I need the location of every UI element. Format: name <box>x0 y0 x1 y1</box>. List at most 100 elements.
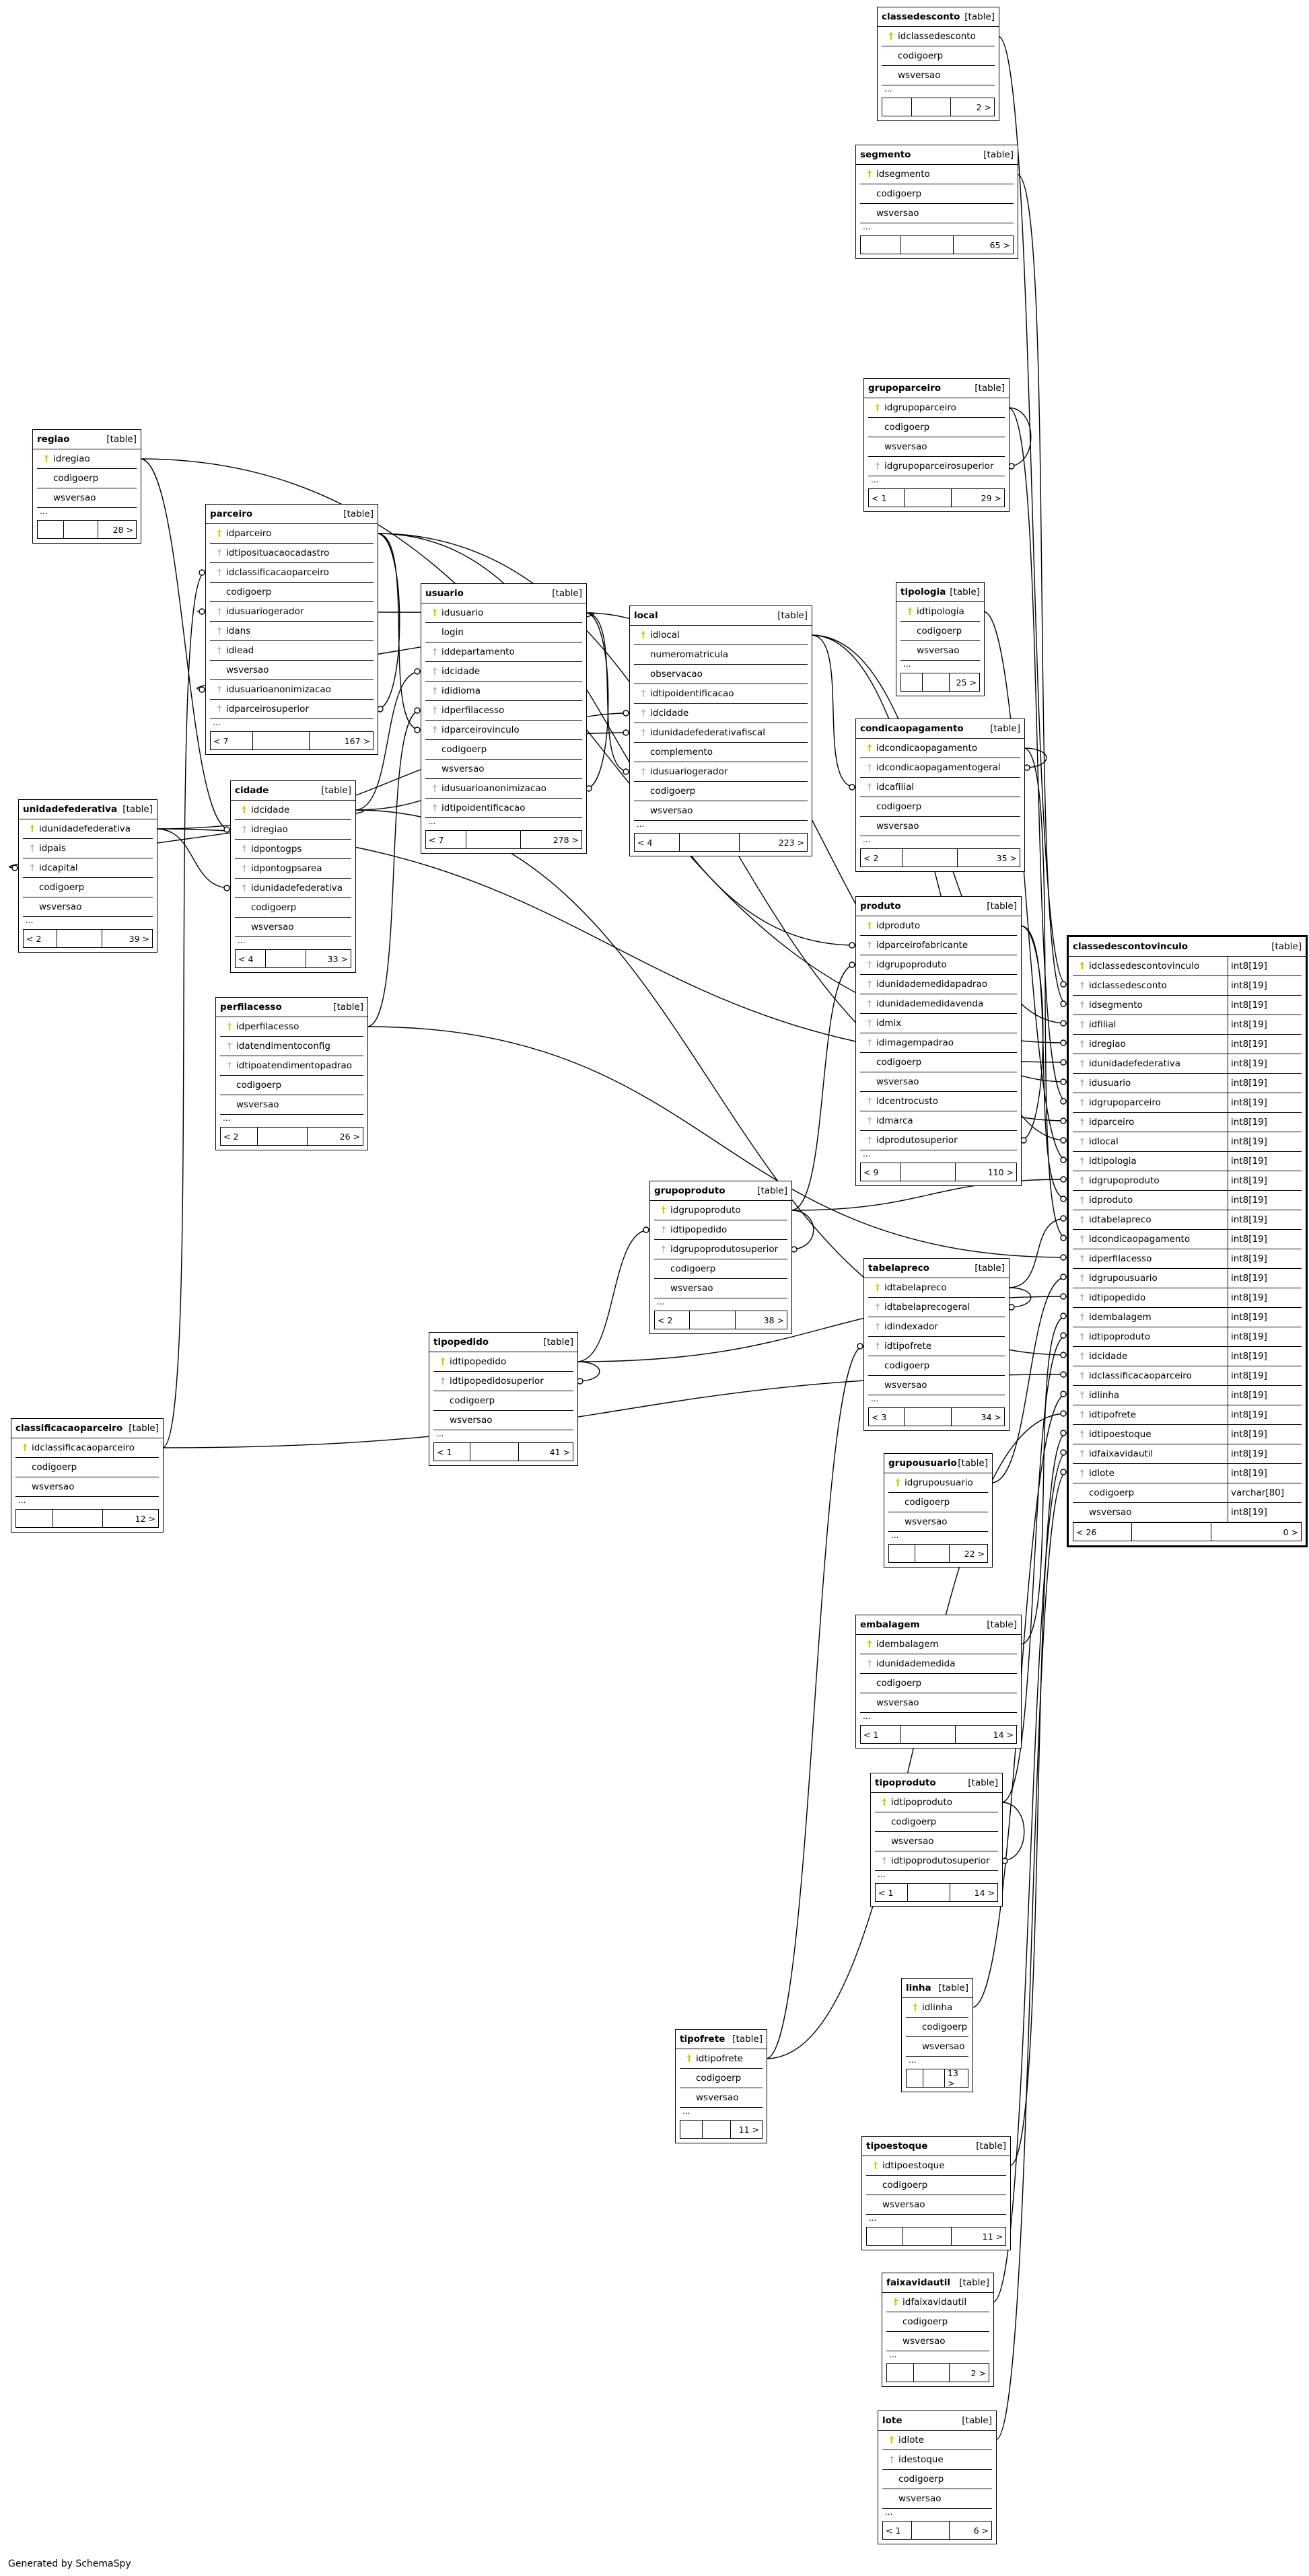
column-row[interactable]: †idlocal <box>634 626 808 645</box>
children-count[interactable]: 41 > <box>549 1446 570 1457</box>
column-row[interactable]: †idatendimentoconfig <box>220 1037 363 1056</box>
column-row[interactable]: †iddepartamento <box>425 642 582 662</box>
column-row[interactable]: codigoerp <box>882 46 995 66</box>
column-row[interactable]: wsversao <box>868 437 1005 457</box>
column-row[interactable]: †idparceirofabricante <box>860 936 1017 955</box>
column-row[interactable]: †idfaixavidautil <box>886 2293 989 2312</box>
column-row[interactable]: †ididioma <box>425 682 582 701</box>
table-name[interactable]: unidadefederativa <box>23 804 118 815</box>
children-count[interactable]: 11 > <box>738 2124 759 2135</box>
column-row[interactable]: †idpontogpsarea <box>235 859 351 879</box>
table-cidade[interactable]: cidade[table]†idcidade†idregiao†idpontog… <box>230 780 356 973</box>
table-name[interactable]: tabelapreco <box>868 1263 929 1274</box>
column-row[interactable]: †idmix <box>860 1014 1017 1033</box>
column-row[interactable]: †idparceirovinculo <box>425 721 582 740</box>
column-row[interactable]: codigoerp <box>37 469 137 488</box>
column-row[interactable]: †idunidadefederativa <box>23 819 153 839</box>
children-count[interactable]: 11 > <box>982 2231 1003 2242</box>
children-count[interactable]: 167 > <box>344 735 370 746</box>
parents-count[interactable] <box>867 2228 903 2245</box>
column-row[interactable]: †idtipopedidosuperior <box>433 1372 573 1391</box>
children-count[interactable]: 25 > <box>956 677 977 688</box>
parents-count[interactable] <box>901 673 923 691</box>
column-row[interactable]: codigoerp <box>900 622 980 641</box>
children-count[interactable]: 14 > <box>974 1887 995 1898</box>
table-name[interactable]: perfilacesso <box>220 1002 282 1013</box>
column-row[interactable]: †idimagempadrao <box>860 1033 1017 1053</box>
table-name[interactable]: usuario <box>425 588 464 599</box>
column-row[interactable]: wsversao <box>888 1512 988 1532</box>
column-row[interactable]: numeromatricula <box>634 645 808 665</box>
parents-count[interactable]: < 26 <box>1073 1523 1132 1541</box>
table-name[interactable]: condicaopagamento <box>860 723 964 734</box>
column-row[interactable]: codigoerp <box>866 2176 1006 2195</box>
table-embalagem[interactable]: embalagem[table]†idembalagem†idunidademe… <box>855 1615 1022 1749</box>
parents-count[interactable]: < 1 <box>876 1884 908 1901</box>
children-count[interactable]: 29 > <box>981 492 1001 503</box>
column-row[interactable]: †idclassificacaoparceiro <box>210 563 374 583</box>
column-row[interactable]: †idgrupousuario <box>888 1473 988 1493</box>
parents-count[interactable]: < 2 <box>24 930 58 947</box>
column-row[interactable]: †idgrupoproduto <box>860 955 1017 975</box>
table-name[interactable]: lote <box>882 2415 903 2426</box>
column-row[interactable]: wsversao <box>23 897 153 917</box>
column-row[interactable]: †idcidade <box>425 662 582 682</box>
column-row[interactable]: codigoerp <box>23 878 153 897</box>
column-row[interactable]: codigoerp <box>680 2069 763 2088</box>
column-row[interactable]: †idperfilacesso <box>220 1017 363 1037</box>
column-row[interactable]: †idunidademedida <box>860 1654 1017 1674</box>
column-row[interactable]: †idclassificacaoparceiro <box>15 1438 159 1458</box>
column-row[interactable]: codigoerp <box>860 1674 1017 1693</box>
column-row[interactable]: codigoerp <box>888 1493 988 1512</box>
parents-count[interactable]: < 1 <box>434 1443 470 1461</box>
column-row[interactable]: †idproduto <box>860 916 1017 936</box>
column-row[interactable]: †idtipoestoque <box>866 2156 1006 2176</box>
column-row[interactable]: wsversao <box>860 1072 1017 1092</box>
column-row[interactable]: †idtipoidentificacao <box>634 684 808 704</box>
column-row[interactable]: codigoerp <box>886 2312 989 2332</box>
column-row[interactable]: codigoerp <box>860 1053 1017 1072</box>
table-name[interactable]: tipofrete <box>680 2034 726 2045</box>
column-row[interactable]: wsversao <box>634 801 808 821</box>
table-produto[interactable]: produto[table]†idproduto†idparceirofabri… <box>855 896 1022 1186</box>
parents-count[interactable]: < 1 <box>861 1726 902 1743</box>
column-row[interactable]: †idtabelapreco <box>868 1278 1005 1298</box>
column-row[interactable]: †idgrupoproduto <box>654 1201 787 1220</box>
column-row[interactable]: codigoerp <box>860 797 1020 817</box>
column-row[interactable]: codigoerp <box>868 1356 1005 1376</box>
column-row[interactable]: wsversao <box>860 817 1020 836</box>
table-parceiro[interactable]: parceiro[table]†idparceiro†idtiposituaca… <box>205 504 378 755</box>
children-count[interactable]: 28 > <box>112 524 133 535</box>
column-row[interactable]: wsversao <box>875 1832 998 1851</box>
parents-count[interactable] <box>907 2069 924 2087</box>
parents-count[interactable] <box>680 2121 703 2138</box>
children-count[interactable]: 33 > <box>327 953 348 964</box>
parents-count[interactable]: < 9 <box>861 1163 902 1181</box>
table-name[interactable]: embalagem <box>860 1619 920 1630</box>
column-row[interactable]: †idregiao <box>37 449 137 469</box>
children-count[interactable]: 34 > <box>981 1411 1001 1422</box>
column-row[interactable]: codigoerp <box>15 1458 159 1477</box>
column-row[interactable]: †idprodutosuperior <box>860 1131 1017 1150</box>
children-count[interactable]: 2 > <box>976 102 991 112</box>
column-row[interactable]: codigoerp <box>235 898 351 918</box>
column-row[interactable]: complemento <box>634 743 808 762</box>
column-row[interactable]: codigoerp <box>882 2470 992 2489</box>
